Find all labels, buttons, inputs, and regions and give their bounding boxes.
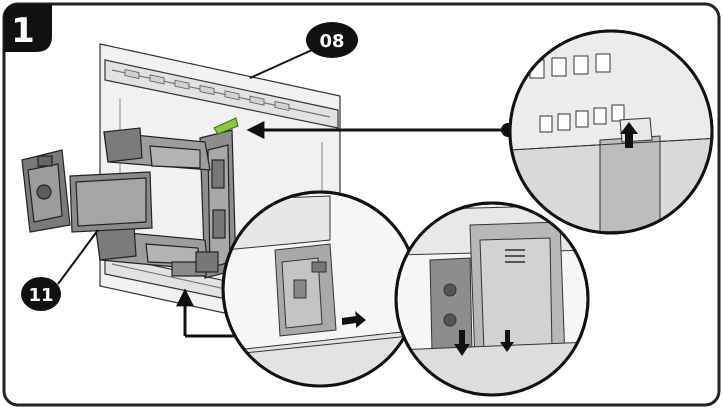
push-arrow-right (342, 311, 366, 328)
callout-badge-11: 11 (21, 229, 99, 311)
callout-arrow (176, 121, 508, 338)
latch-clip-green (213, 117, 239, 135)
step-number: 1 (11, 11, 35, 51)
callout-badge-08: 08 (249, 22, 358, 79)
step-number-badge: 1 (4, 4, 52, 52)
callout-label: 11 (28, 285, 53, 306)
callout-label: 08 (319, 31, 344, 52)
detail-bubble-latch (508, 29, 714, 235)
release-arrow-up (620, 122, 638, 148)
release-arrow-down (454, 330, 470, 356)
mount-arm (21, 127, 237, 279)
release-arrow-down (500, 330, 514, 352)
